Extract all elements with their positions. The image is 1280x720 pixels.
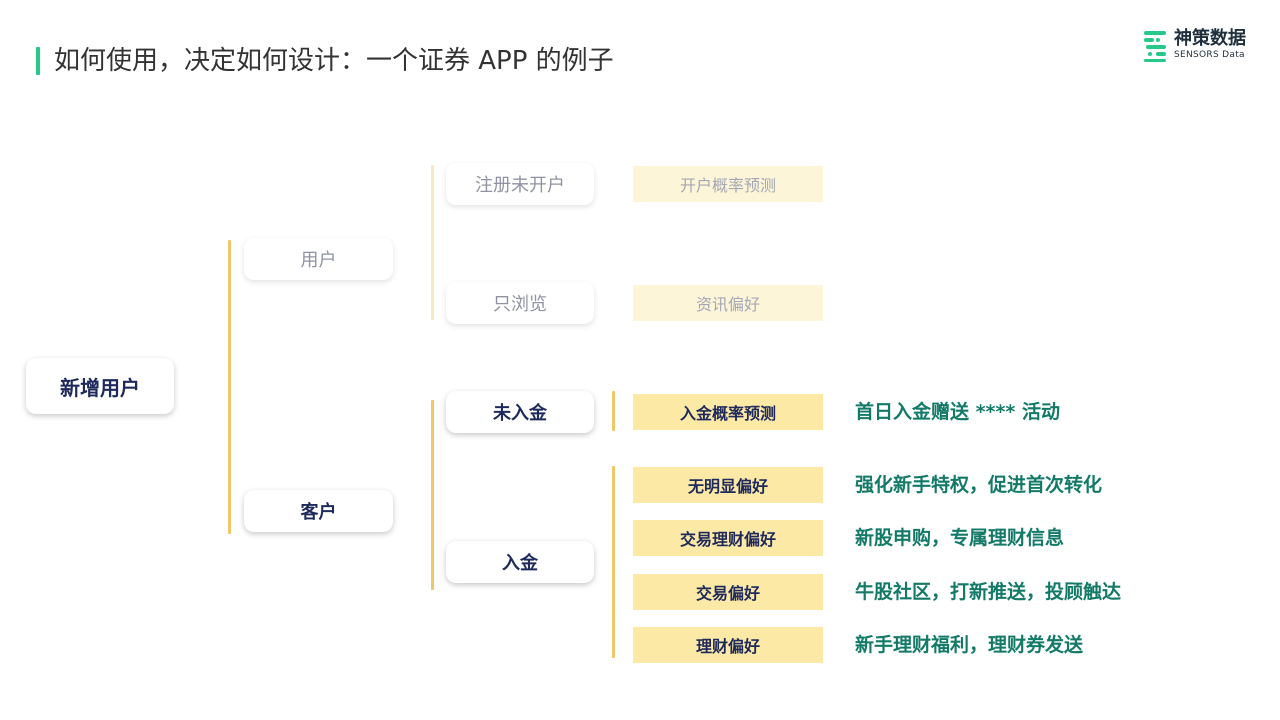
tag-trade-pref: 交易偏好 [633,574,823,610]
node-deposited: 入金 [446,541,594,583]
action-finance-pref: 新手理财福利，理财券发送 [855,634,1084,656]
action-trade-pref: 牛股社区，打新推送，投顾触达 [855,581,1122,603]
action-deposit-prob: 首日入金赠送 **** 活动 [855,401,1060,423]
connector-user-children [431,165,434,320]
tag-no-pref: 无明显偏好 [633,467,823,503]
connector-deposited-tags [612,466,615,658]
connector-not-deposited-tags [612,391,615,431]
node-user: 用户 [244,238,393,280]
node-customer: 客户 [244,490,393,532]
tag-open-prob: 开户概率预测 [633,166,823,202]
logo-text-en: SENSORS Data [1174,50,1245,60]
logo-text-cn: 神策数据 [1174,28,1246,49]
node-new-user: 新增用户 [26,358,174,414]
tag-deposit-prob: 入金概率预测 [633,394,823,430]
tag-news-pref: 资讯偏好 [633,285,823,321]
node-registered-not-opened: 注册未开户 [446,163,594,205]
sensors-data-logo: 神策数据 SENSORS Data [1142,28,1254,64]
action-trade-finance-pref: 新股申购，专属理财信息 [855,527,1065,549]
page-title: 如何使用，决定如何设计：一个证券 APP 的例子 [54,46,614,76]
tag-trade-finance-pref: 交易理财偏好 [633,520,823,556]
title-accent-bar [36,47,40,75]
connector-customer-children [431,400,434,590]
node-browse-only: 只浏览 [446,282,594,324]
connector-level1 [228,240,231,534]
node-not-deposited: 未入金 [446,391,594,433]
action-no-pref: 强化新手特权，促进首次转化 [855,474,1103,496]
tag-finance-pref: 理财偏好 [633,627,823,663]
sensors-data-logo-icon [1144,31,1166,62]
